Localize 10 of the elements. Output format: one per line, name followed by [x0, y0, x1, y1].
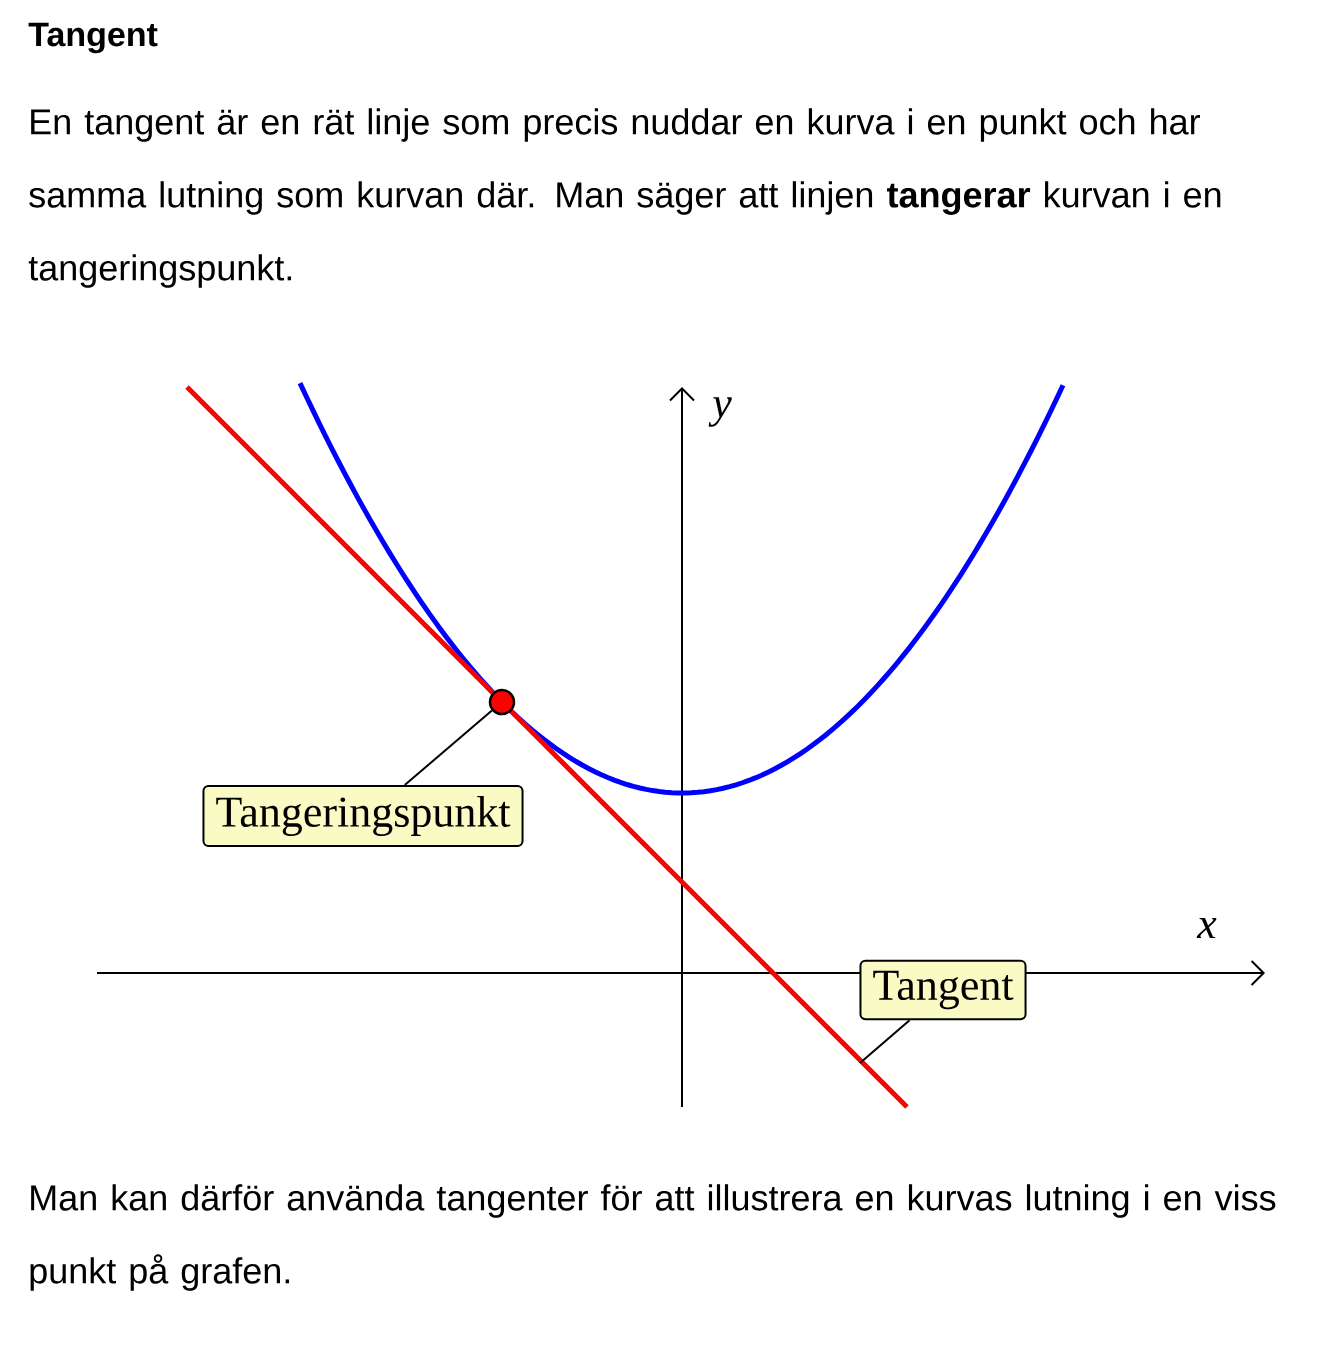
leader-line [859, 1019, 911, 1064]
paragraph: En tangent är en rät linje som precis nuddar en kurva i en punkt och har samma lutning som kurvan där. Man säger att linjen tangerar kurvan i en tangeringspunkt. [28, 108, 1221, 288]
axis-label: y [708, 397, 732, 427]
heading: Tangent [28, 22, 158, 54]
label-box: Tangeringspunkt [202, 785, 524, 847]
leader-line [403, 709, 493, 786]
tangency-point [488, 688, 516, 716]
axis-label: x [1196, 917, 1217, 939]
paragraph: Man kan därför använda tangenter för att illustrera en kurvas lutning i en viss punkt på grafen. [30, 1184, 1276, 1291]
label-box: Tangent [859, 959, 1027, 1021]
